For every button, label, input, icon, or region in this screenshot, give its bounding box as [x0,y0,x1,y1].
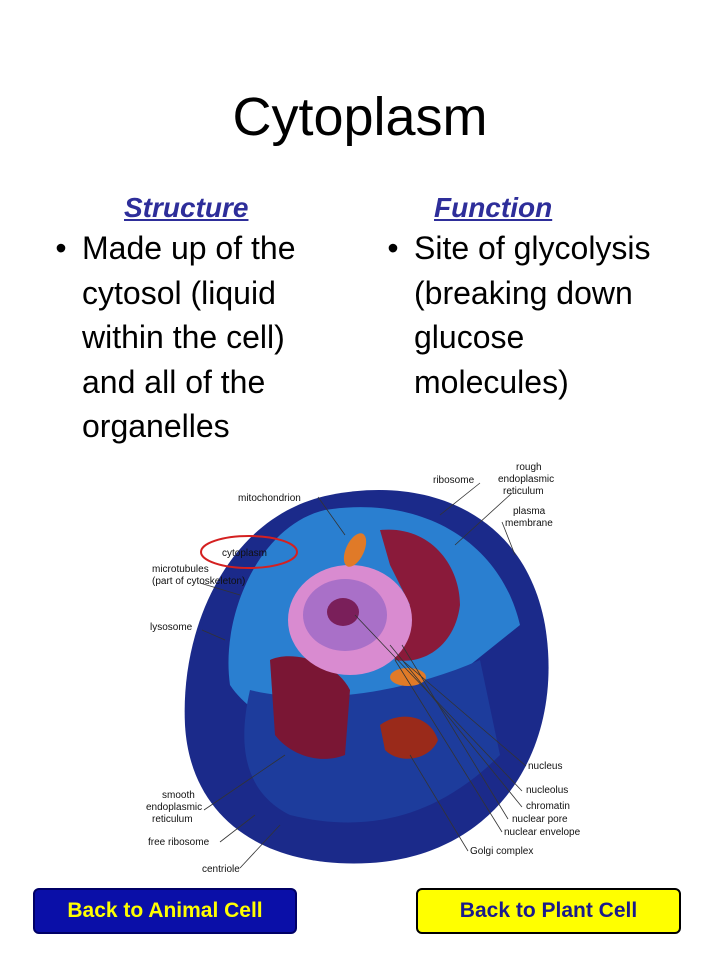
rough-er-lower [270,656,350,759]
label-nuclear-pore: nuclear pore [512,814,568,825]
label-smooth-3: reticulum [152,814,193,825]
golgi-shape [380,716,438,759]
back-to-animal-cell-button[interactable]: Back to Animal Cell [33,888,297,934]
mitochondrion-shape [343,533,367,567]
nucleolus-shape [327,598,359,626]
structure-text: Made up of the cytosol (liquid within th… [82,230,296,444]
label-plasma-1: plasma [513,506,546,517]
label-free-ribosome: free ribosome [148,837,210,848]
label-cytoplasm: cytoplasm [222,548,267,559]
animal-cell-diagram: ribosome rough endoplasmic reticulum mit… [146,462,580,875]
function-bullet: • Site of glycolysis (breaking down gluc… [372,226,682,404]
cytoplasm-highlight-circle [200,535,298,569]
label-smooth-2: endoplasmic [146,802,202,813]
label-rough-er-1: rough [516,462,542,473]
label-plasma-2: membrane [505,518,553,529]
label-rough-er-2: endoplasmic [498,474,554,485]
structure-bullet: • Made up of the cytosol (liquid within … [40,226,340,449]
label-ribosome: ribosome [433,475,475,486]
label-nucleolus: nucleolus [526,785,568,796]
function-text: Site of glycolysis (breaking down glucos… [414,230,651,400]
label-smooth-1: smooth [162,790,195,801]
bullet-icon: • [55,230,67,266]
function-column: Function • Site of glycolysis (breaking … [372,192,682,404]
label-centriole: centriole [202,864,240,875]
label-microtubules-1: microtubules [152,564,209,575]
back-to-plant-cell-button[interactable]: Back to Plant Cell [416,888,681,934]
page-title: Cytoplasm [232,87,488,147]
label-mitochondrion: mitochondrion [238,493,301,504]
leader-lines [199,482,527,869]
label-nuclear-envelope: nuclear envelope [504,827,580,838]
label-golgi: Golgi complex [470,846,533,857]
structure-column: Structure • Made up of the cytosol (liqu… [40,192,340,449]
label-microtubules-2: (part of cytoskeleton) [152,576,245,587]
label-rough-er-3: reticulum [503,486,544,497]
structure-heading: Structure [124,192,249,223]
bullet-icon: • [387,230,399,266]
label-chromatin: chromatin [526,801,570,812]
label-lysosome: lysosome [150,622,193,633]
function-heading: Function [434,192,553,223]
label-nucleus: nucleus [528,761,562,772]
